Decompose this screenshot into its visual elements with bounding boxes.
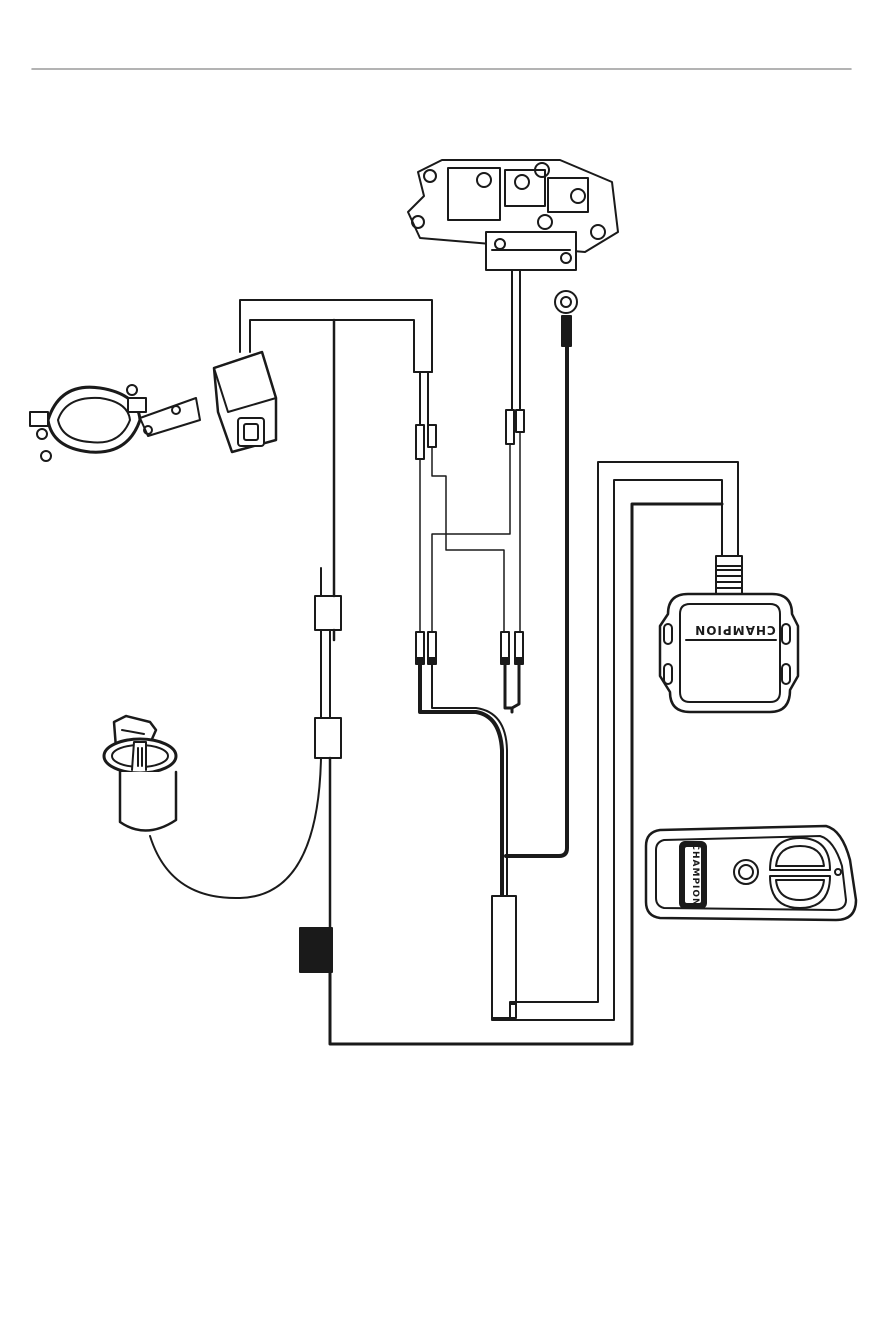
- fuse-holder-icon: [315, 568, 341, 758]
- ring-terminal-icon: [555, 291, 577, 346]
- connector-pair-left-top: [416, 425, 436, 459]
- rocker-switch-icon: [30, 352, 276, 461]
- connector-pair-right-bottom: [501, 632, 523, 664]
- receiver-brand-label: CHAMPION: [694, 623, 776, 637]
- receiver-module-icon: CHAMPION: [660, 556, 798, 712]
- harness-junction-box: [492, 896, 516, 1018]
- key-switch-icon: [104, 716, 176, 831]
- battery-terminal-block: [300, 928, 332, 972]
- solenoid-contactor-icon: [408, 160, 618, 270]
- remote-fob-icon: CHAMPION: [646, 826, 856, 920]
- connector-pair-left-bottom: [416, 632, 436, 664]
- remote-brand-label: CHAMPION: [690, 843, 700, 906]
- connector-pair-right-top: [506, 410, 524, 444]
